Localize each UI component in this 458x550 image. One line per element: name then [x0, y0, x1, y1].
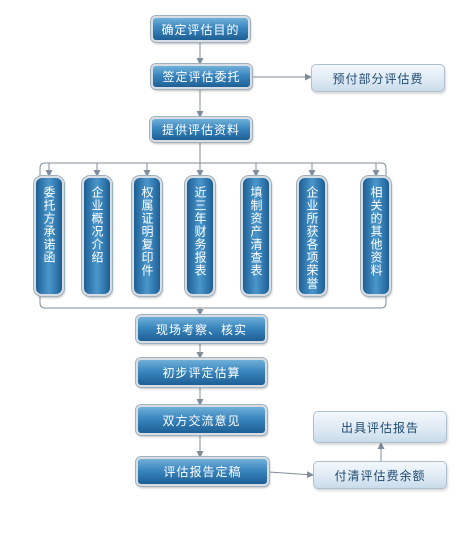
step-provide-materials: 提供评估资料	[150, 117, 252, 142]
doc-company-profile: 企业概况介绍	[82, 176, 112, 296]
step-prepay-fee: 预付部分评估费	[311, 64, 445, 92]
doc-label: 企业所获各项荣誉	[305, 186, 319, 290]
fan-bar	[39, 162, 387, 180]
step-preliminary-estimate: 初步评定估算	[136, 358, 267, 387]
doc-client-commitment: 委托方承诺函	[34, 176, 64, 296]
doc-label: 权属证明复印件	[140, 186, 154, 277]
doc-ownership-proof: 权属证明复印件	[132, 176, 162, 296]
doc-label: 近三年财务报表	[193, 186, 207, 277]
doc-company-honors: 企业所获各项荣誉	[297, 176, 327, 296]
arrow-to-settle	[268, 471, 314, 479]
doc-label: 企业概况介绍	[90, 186, 104, 264]
step-sign-commission: 签定评估委托	[151, 64, 252, 89]
doc-label: 填制资产清查表	[249, 186, 263, 277]
doc-financial-statements: 近三年财务报表	[185, 176, 215, 296]
step-issue-report: 出具评估报告	[313, 411, 447, 443]
step-finalize-report: 评估报告定稿	[136, 457, 269, 486]
doc-label: 相关的其他资料	[369, 186, 383, 277]
step-determine-purpose: 确定评估目的	[151, 16, 250, 42]
step-exchange-opinions: 双方交流意见	[136, 405, 267, 435]
merge-bar	[39, 288, 387, 309]
doc-other-materials: 相关的其他资料	[361, 176, 391, 296]
doc-label: 委托方承诺函	[42, 186, 56, 264]
doc-asset-inventory: 填制资产清查表	[241, 176, 271, 296]
step-settle-fee: 付清评估费余额	[313, 461, 447, 489]
step-site-inspection: 现场考察、核实	[136, 315, 267, 343]
